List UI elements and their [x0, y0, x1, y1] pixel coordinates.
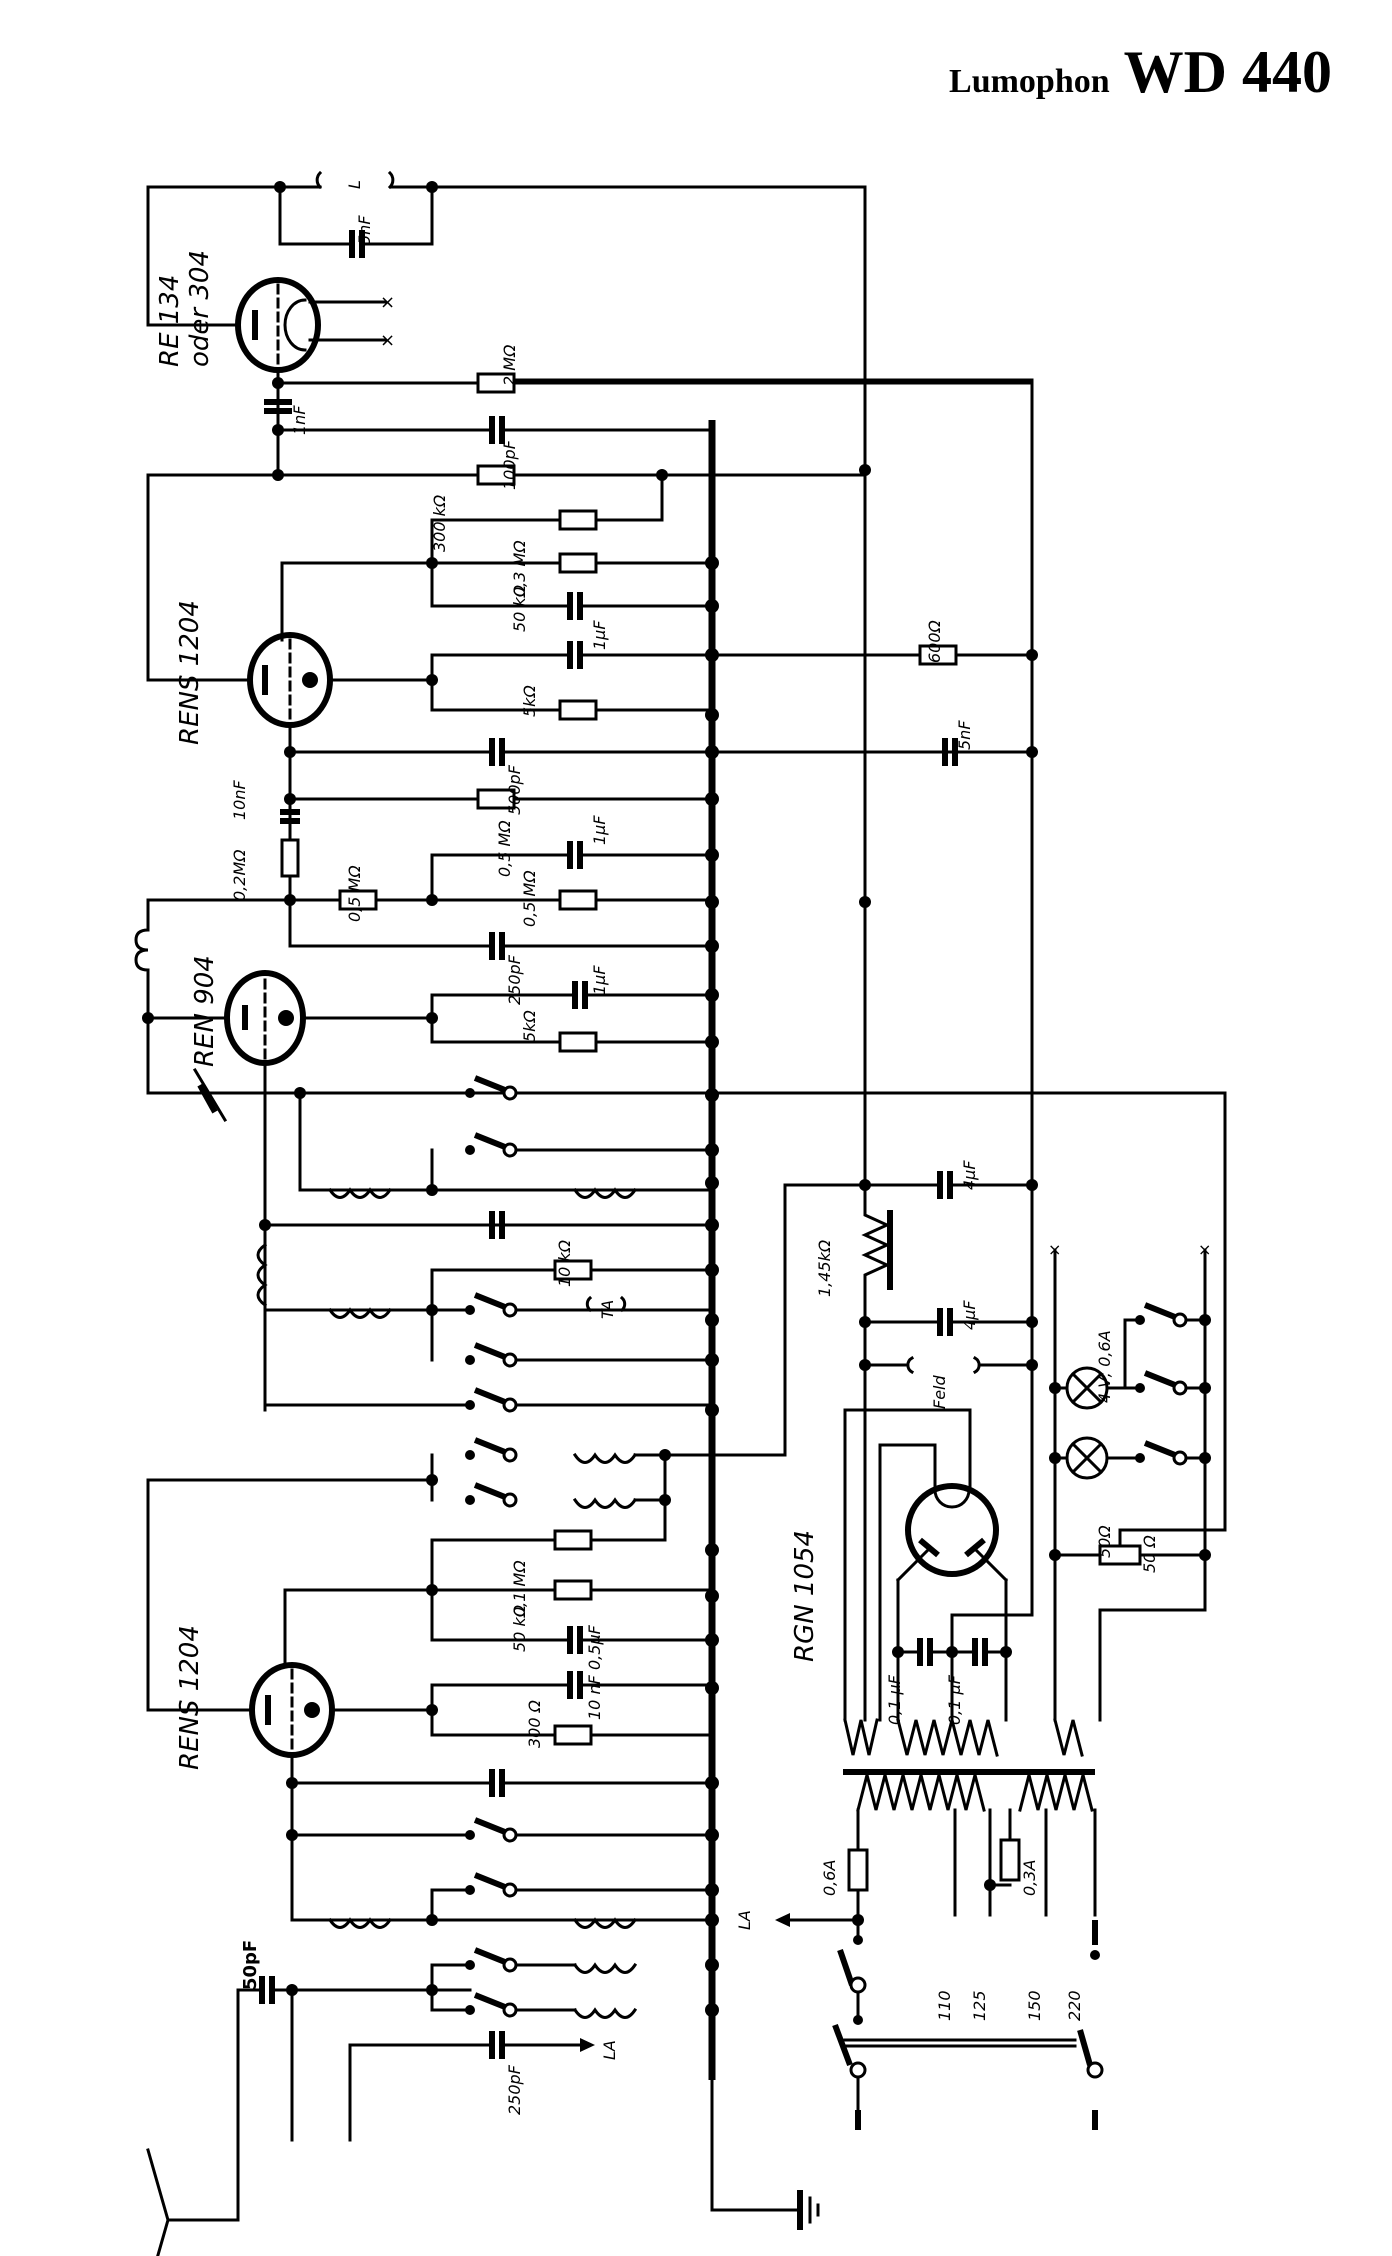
label-fuse-03a: 0,3A [1020, 1860, 1039, 1897]
label-c-100pf: 100pF [500, 440, 519, 490]
svg-text:×: × [1048, 1240, 1061, 1259]
label-c-1uf-c: 1µF [590, 965, 609, 995]
label-tap-150: 150 [1025, 1990, 1044, 2021]
label-r-300kohm: 300 kΩ [430, 495, 449, 553]
label-tap-110: 110 [935, 1990, 954, 2021]
schematic-title: Lumophon WD 440 [949, 38, 1332, 107]
label-tap-125: 125 [970, 1990, 989, 2021]
label-r-600ohm: 600Ω [925, 620, 944, 663]
brand-name: Lumophon [949, 63, 1110, 100]
coils [256, 1187, 638, 2019]
label-r-05mohm-b: 0,5 MΩ [495, 820, 514, 877]
label-r-5kohm-a: 5kΩ [520, 685, 539, 717]
label-la-1: LA [600, 2040, 619, 2060]
label-c-5nf-top: 5nF [355, 215, 374, 245]
tube-rectifier [905, 1483, 999, 1577]
tube-label-output-line1: RE 134 [155, 274, 185, 367]
label-c-1uf-b: 1µF [590, 815, 609, 845]
label-r-50kohm-a: 50 kΩ [510, 585, 529, 632]
label-r-02mohm: 0,2MΩ [230, 850, 249, 902]
label-c-10nf-b: 10 nF [585, 1675, 604, 1720]
label-c-05uf: 0,5µF [585, 1625, 604, 1670]
label-fuse-06a: 0,6A [820, 1860, 839, 1897]
label-r-05mohm-c: 0,5 MΩ [520, 870, 539, 927]
tube-label-output-line2: oder 304 [185, 250, 215, 367]
label-r-50kohm-b: 50 kΩ [510, 1605, 529, 1652]
label-c-4uf-b: 4µF [960, 1300, 979, 1330]
label-c-1uf-a: 1µF [590, 620, 609, 650]
label-c-500pf: 500pF [505, 765, 524, 815]
tube-label-output: RE 134 oder 304 [155, 250, 215, 367]
label-speaker: L [345, 180, 364, 189]
svg-text:×: × [380, 330, 395, 351]
label-c-250pf-a: 250pF [505, 955, 524, 1005]
svg-text:×: × [380, 292, 395, 313]
label-lamp: 4 V; 0,6A [1095, 1330, 1114, 1403]
tube-label-rf: RENS 1204 [175, 1625, 205, 1770]
label-c-01uf-a: 0,1 µF [885, 1675, 904, 1725]
tube-label-rectifier: RGN 1054 [790, 1530, 820, 1663]
label-pot-50a: 50Ω [1095, 1525, 1114, 1558]
switch-bank [465, 1075, 518, 2018]
tube-af [247, 632, 333, 728]
label-r-2mohm: 2 MΩ [500, 345, 519, 387]
label-r-145kohm: 1,45kΩ [815, 1240, 834, 1298]
label-la-2: LA [735, 1910, 754, 1930]
label-r-300ohm: 300 Ω [525, 1700, 544, 1748]
tube-detector [224, 970, 306, 1066]
label-c-50pf: 50pF [240, 1940, 261, 1991]
label-pot-50b: 50 Ω [1140, 1535, 1159, 1573]
label-c-01uf-b: 0,1 µF [945, 1675, 964, 1725]
label-c-4uf-a: 4µF [960, 1160, 979, 1190]
label-r-5kohm-b: 5kΩ [520, 1010, 539, 1042]
label-c-5nf-mid: 5nF [955, 720, 974, 750]
label-r-10kohm: 10 kΩ [555, 1240, 574, 1287]
tube-rf [249, 1662, 335, 1758]
svg-text:×: × [1198, 1240, 1211, 1259]
label-c-10nf: 10nF [230, 780, 249, 820]
label-tap-220: 220 [1065, 1990, 1084, 2021]
tube-label-af: RENS 1204 [175, 600, 205, 745]
tube-label-detector: REN 904 [190, 955, 220, 1067]
label-r-05mohm-a: 0,5 MΩ [345, 865, 364, 922]
label-c-1nf: 1nF [290, 405, 309, 435]
model-name: WD 440 [1123, 39, 1332, 105]
label-ta: TA [598, 1300, 617, 1320]
label-feld: Feld [930, 1375, 949, 1409]
label-c-250pf-b: 250pF [505, 2065, 524, 2115]
tube-output: ×× [235, 277, 395, 373]
